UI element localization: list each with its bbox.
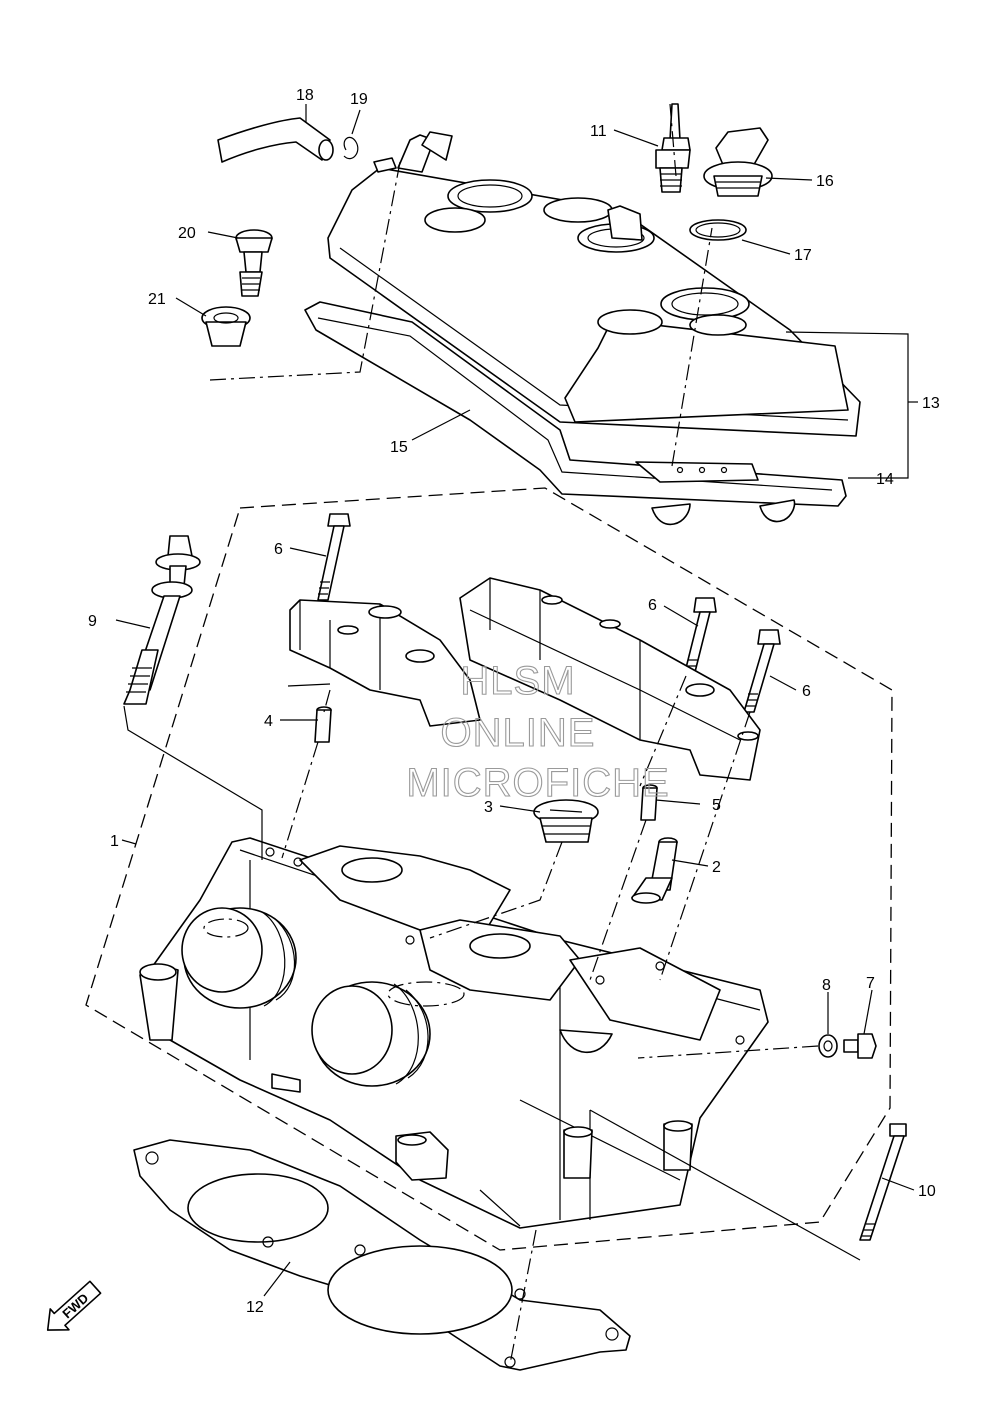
callout-11: 11 (590, 123, 607, 140)
cylinder-head-bolt (123, 535, 201, 705)
watermark-line-1: HLSM (460, 659, 575, 703)
threaded-plug (533, 799, 599, 843)
callout-5: 5 (712, 797, 721, 814)
o-ring (689, 219, 747, 241)
camshaft-cap-right (459, 577, 761, 781)
oil-filler-cap (703, 127, 773, 197)
callout-13: 13 (922, 395, 940, 412)
callout-6: 6 (648, 597, 657, 614)
assembly-lines (123, 103, 861, 1365)
watermark-line-3: MICROFICHE (406, 761, 669, 805)
cylinder-head (139, 837, 769, 1229)
watermark-line-2: ONLINE (441, 711, 596, 755)
callout-17: 17 (794, 247, 812, 264)
spark-plug (655, 103, 691, 193)
sealing-washer (818, 1034, 838, 1058)
callout-7: 7 (866, 975, 875, 992)
valve-guide (631, 837, 678, 904)
callout-6: 6 (274, 541, 283, 558)
camshaft-cap-bolt (683, 597, 717, 677)
callout-8: 8 (822, 977, 831, 994)
callout-9: 9 (88, 613, 97, 630)
gasket-seal-strip (635, 461, 759, 483)
hose-clip (343, 136, 359, 160)
valve-cover (327, 131, 861, 437)
callout-4: 4 (264, 713, 273, 730)
callout-14: 14 (876, 471, 894, 488)
cylinder-head-gasket (133, 1139, 631, 1371)
callout-15: 15 (390, 439, 408, 456)
callout-1: 1 (110, 833, 119, 850)
camshaft-cap-left (289, 599, 481, 727)
callout-16: 16 (816, 173, 834, 190)
watermark: HLSM ONLINE MICROFICHE (406, 658, 669, 805)
callout-3: 3 (484, 799, 493, 816)
camshaft-cap-bolt (317, 513, 351, 601)
callout-2: 2 (712, 859, 721, 876)
leader-lines (115, 104, 918, 1297)
callout-10: 10 (918, 1183, 936, 1200)
callout-20: 20 (178, 225, 196, 242)
callout-12: 12 (246, 1299, 264, 1316)
callout-19: 19 (350, 91, 368, 108)
breather-hose (217, 117, 334, 163)
valve-cover-gasket (304, 301, 847, 526)
intake-port-right (311, 981, 465, 1087)
union-bolt (843, 1033, 877, 1059)
rubber-grommet (201, 306, 251, 347)
callout-6: 6 (802, 683, 811, 700)
camshaft-cap-bolt (743, 629, 781, 713)
dowel-pin (314, 706, 332, 743)
dowel-pin (640, 784, 658, 821)
assembly-boundary (85, 487, 893, 1251)
forward-direction-arrow: FWD (46, 1280, 102, 1331)
callout-labels: 1 2 3 4 5 6 6 6 7 8 9 10 11 12 13 14 15 … (88, 87, 940, 1316)
callout-21: 21 (148, 291, 166, 308)
intake-port-left (181, 907, 297, 1009)
cover-bolt (235, 229, 273, 297)
callout-18: 18 (296, 87, 314, 104)
long-bolt (859, 1123, 907, 1241)
